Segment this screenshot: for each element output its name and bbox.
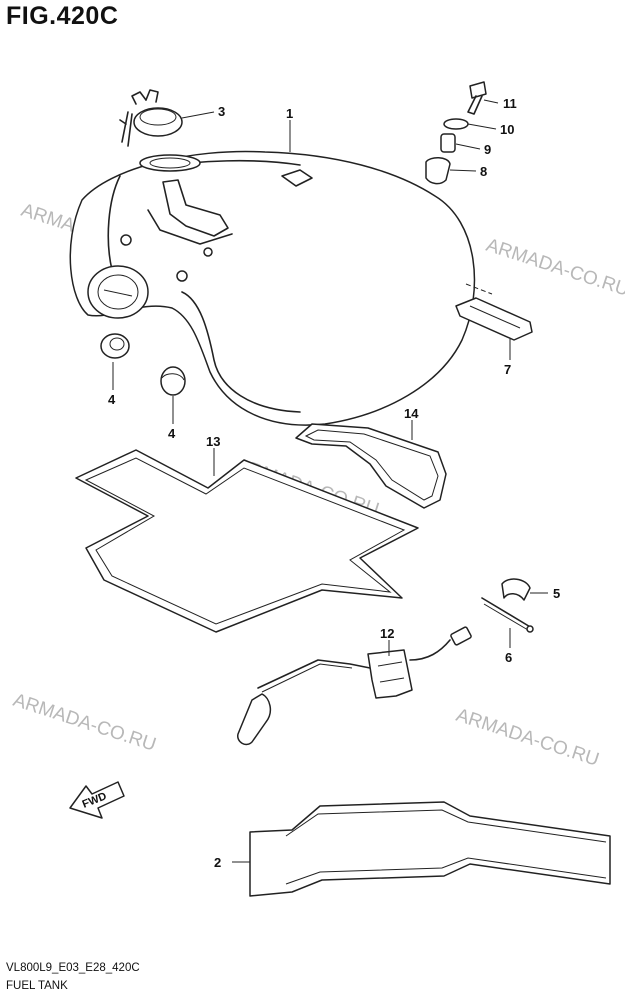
callout-5: 5: [553, 586, 560, 601]
figure-code: VL800L9_E03_E28_420C: [6, 962, 140, 974]
fuel-cap-part: [119, 89, 183, 147]
forward-arrow: FWD: [69, 781, 125, 819]
callout-9: 9: [484, 142, 491, 157]
callout-12: 12: [380, 626, 394, 641]
callout-13: 13: [206, 434, 220, 449]
figure-title: FIG.420C: [6, 2, 119, 30]
small-gasket-part: [295, 423, 447, 509]
callout-3: 3: [218, 104, 225, 119]
fuel-tank-part: [69, 150, 476, 426]
callout-8: 8: [480, 164, 487, 179]
fuel-gauge-part: [237, 626, 472, 746]
grommet-part-b: [160, 366, 186, 396]
bolt-stack-part: [425, 81, 487, 185]
callout-14: 14: [404, 406, 419, 421]
leader-lines: [112, 99, 548, 863]
callout-4a: 4: [108, 392, 116, 407]
callout-4b: 4: [168, 426, 176, 441]
clamp-part: [501, 578, 531, 601]
callout-2: 2: [214, 855, 221, 870]
watermark-4: ARMADA-CO.RU: [10, 690, 158, 756]
callout-1: 1: [286, 106, 293, 121]
tank-cover-part: [249, 801, 611, 897]
callout-7: 7: [504, 362, 511, 377]
cushion-part: [455, 283, 533, 341]
tie-part: [481, 597, 534, 633]
figure-caption: FUEL TANK: [6, 980, 68, 992]
watermark-2: ARMADA-CO.RU: [483, 235, 625, 301]
watermark-5: ARMADA-CO.RU: [453, 705, 601, 771]
grommet-part-a: [100, 333, 130, 359]
gasket-part: [75, 449, 419, 633]
callout-6: 6: [505, 650, 512, 665]
callout-11: 11: [503, 96, 517, 111]
callout-10: 10: [500, 122, 514, 137]
callouts: 1 2 3 4 4 5 6 7 8 9 10 11 12 13 14: [108, 96, 560, 870]
